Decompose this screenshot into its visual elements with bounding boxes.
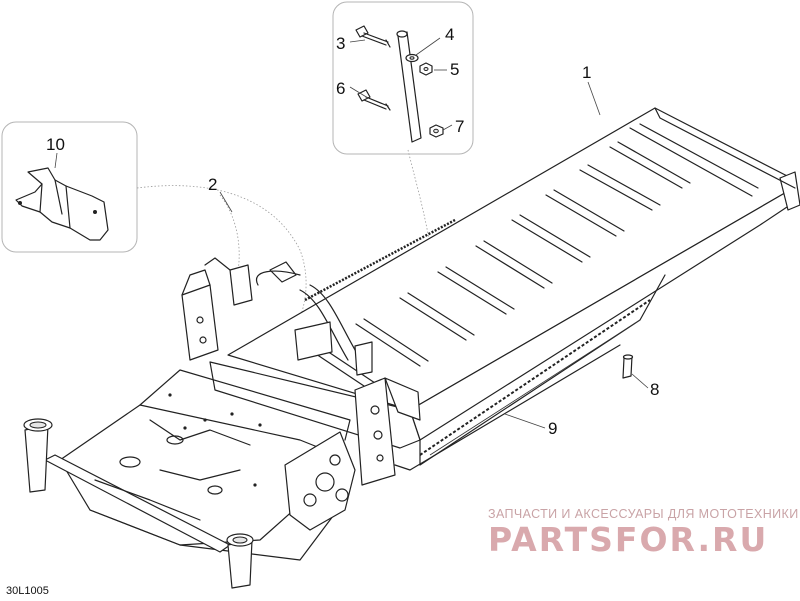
watermark: ЗАПЧАСТИ И АКСЕССУАРЫ ДЛЯ МОТОТЕХНИКИ PA… (488, 507, 799, 559)
callout-8: 8 (650, 380, 659, 399)
connector-line (219, 194, 240, 296)
detail-box-hardware (332, 1, 474, 155)
callout-4: 4 (445, 25, 454, 44)
spacer-part (622, 354, 634, 379)
front-cradle (23, 369, 356, 589)
watermark-logo: PARTSFOR.RU (488, 520, 768, 559)
upper-brackets (181, 257, 421, 486)
watermark-tagline: ЗАПЧАСТИ И АКСЕССУАРЫ ДЛЯ МОТОТЕХНИКИ (488, 507, 799, 521)
callout-9: 9 (548, 419, 557, 438)
leader-lines (54, 37, 649, 429)
detail-box-bracket (1, 121, 138, 253)
callout-6: 6 (336, 79, 345, 98)
callout-5: 5 (450, 60, 459, 79)
callout-3: 3 (336, 34, 345, 53)
callout-2: 2 (208, 175, 217, 194)
callout-10: 10 (46, 135, 65, 154)
callout-7: 7 (455, 117, 464, 136)
drawing-code: 30L1005 (6, 585, 49, 597)
callout-1: 1 (582, 63, 591, 82)
deck-slots (309, 123, 759, 391)
